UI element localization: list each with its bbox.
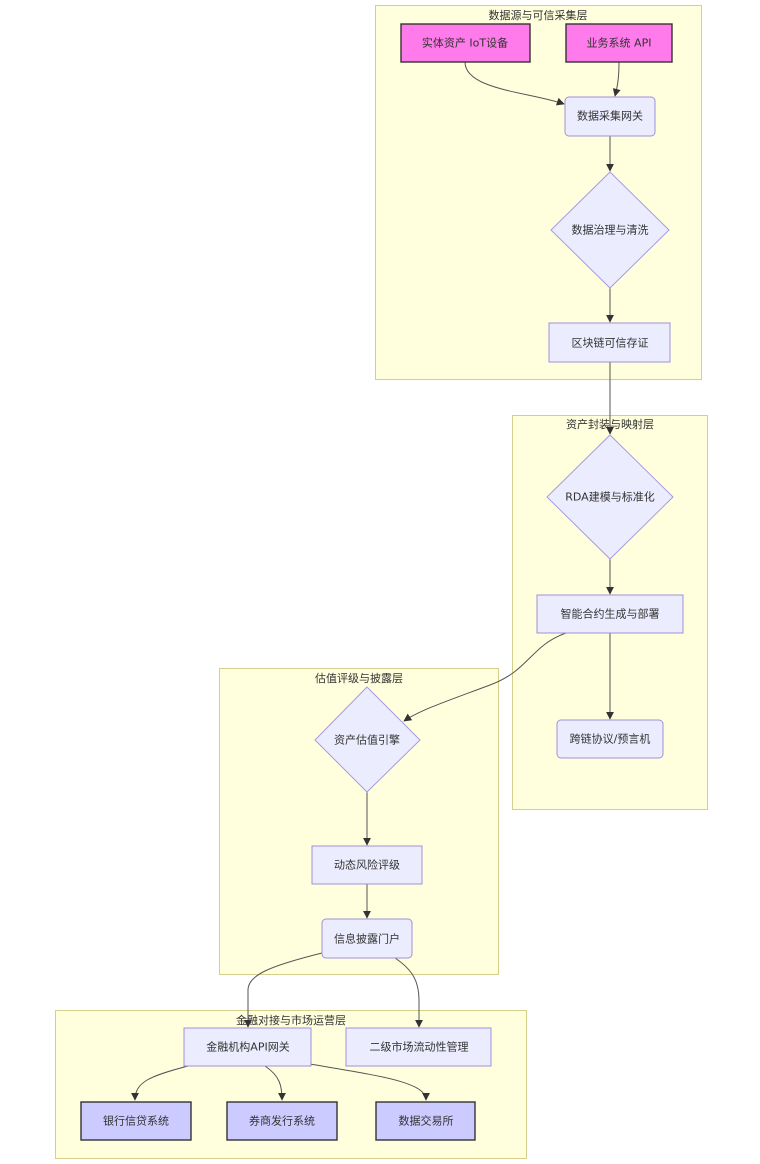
node-label-data-gateway: 数据采集网关 [577,109,643,123]
node-bank-credit-system[interactable]: 银行信贷系统 [80,1101,192,1141]
node-label-rda: RDA建模与标准化 [565,490,654,504]
node-data-exchange[interactable]: 数据交易所 [375,1101,476,1141]
node-secondary-market[interactable]: 二级市场流动性管理 [345,1027,492,1067]
node-broker-issuance-system[interactable]: 券商发行系统 [226,1101,338,1141]
node-label-cross-chain: 跨链协议/预言机 [570,732,651,746]
node-cross-chain-oracle[interactable]: 跨链协议/预言机 [556,719,664,759]
edge-fin-api-to-exchange [309,1063,430,1101]
node-label-data-governance: 数据治理与清洗 [572,223,649,237]
cluster-label-valuation: 估值评级与披露层 [315,671,403,685]
edges [131,61,621,1101]
node-data-gateway[interactable]: 数据采集网关 [564,96,656,137]
cluster-label-finance: 金融对接与市场运营层 [236,1013,346,1027]
node-label-broker: 券商发行系统 [249,1114,315,1128]
node-label-disclosure: 信息披露门户 [334,932,400,946]
node-risk-rating[interactable]: 动态风险评级 [311,845,423,885]
edge-disclosure-to-secondary [394,957,423,1028]
node-label-exchange: 数据交易所 [399,1114,454,1128]
node-valuation-engine[interactable]: 资产估值引擎 [314,686,421,793]
edge-api-to-gateway [612,61,621,97]
node-label-bank: 银行信贷系统 [103,1114,169,1128]
node-financial-api-gateway[interactable]: 金融机构API网关 [183,1027,312,1067]
node-data-governance[interactable]: 数据治理与清洗 [550,171,670,289]
node-business-api[interactable]: 业务系统 API [565,23,673,63]
node-rda-modeling[interactable]: RDA建模与标准化 [546,434,674,560]
node-smart-contract[interactable]: 智能合约生成与部署 [536,594,684,634]
node-label-iot: 实体资产 IoT设备 [422,36,508,50]
edge-iot-to-gateway [464,61,565,106]
node-label-financial-api: 金融机构API网关 [206,1040,289,1054]
edge-fin-api-to-bank [131,1065,189,1101]
cluster-label-data-source: 数据源与可信采集层 [489,8,588,22]
cluster-data-source-layer: 数据源与可信采集层 [375,5,702,380]
node-iot-device[interactable]: 实体资产 IoT设备 [400,23,531,63]
node-label-secondary-market: 二级市场流动性管理 [370,1040,469,1054]
edge-disclosure-to-fin-api [244,952,323,1028]
node-label-blockchain: 区块链可信存证 [572,336,649,350]
edge-contract-to-valuation [403,632,567,722]
node-blockchain-notary[interactable]: 区块链可信存证 [548,322,671,363]
node-label-risk-rating: 动态风险评级 [334,858,400,872]
node-label-smart-contract: 智能合约生成与部署 [561,607,660,621]
edge-fin-api-to-broker [264,1065,286,1101]
node-label-business-api: 业务系统 API [587,37,652,50]
node-disclosure-portal[interactable]: 信息披露门户 [321,918,413,959]
node-label-valuation-engine: 资产估值引擎 [334,733,400,747]
